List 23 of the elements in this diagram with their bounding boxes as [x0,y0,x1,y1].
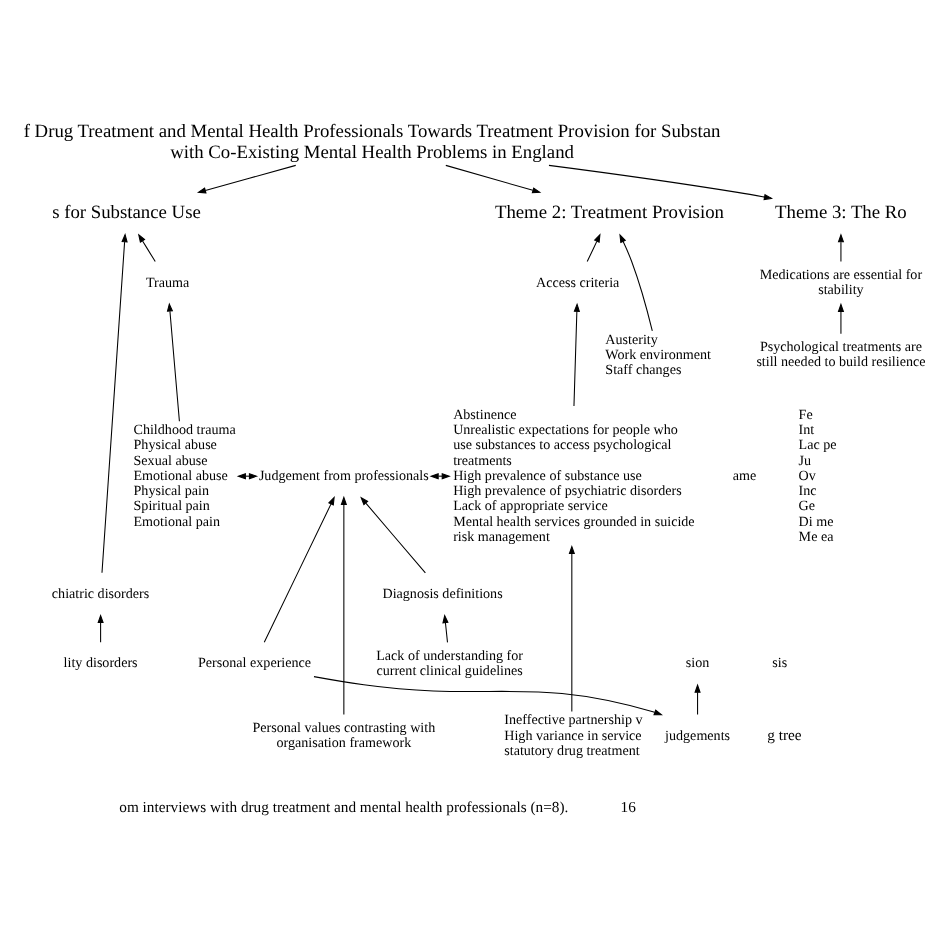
arrow [360,495,426,573]
arrow [442,612,449,642]
node-text: Theme 3: The Ro [775,203,907,223]
arrow [263,495,335,642]
arrow [340,494,348,715]
arrow [837,232,845,262]
arrow [573,301,581,406]
arrow [101,232,128,573]
arrow [694,682,701,714]
arrow [445,163,542,193]
node-text: Theme 2: Treatment Provision [494,203,724,223]
arrow [166,301,180,421]
arrow [196,163,297,193]
arrow [619,232,653,331]
arrow [313,675,663,715]
arrow [97,612,104,642]
arrow [586,232,601,262]
node-text: s for Substance Use [52,203,201,223]
arrow [548,163,774,200]
arrow [568,543,576,711]
node-text: f Drug Treatment and Mental Health Professionals Towards Treatment Provision for Substan with Co-Existing Mental Health Problems in England [23,121,721,164]
arrow [137,232,156,262]
arrow [837,301,845,334]
